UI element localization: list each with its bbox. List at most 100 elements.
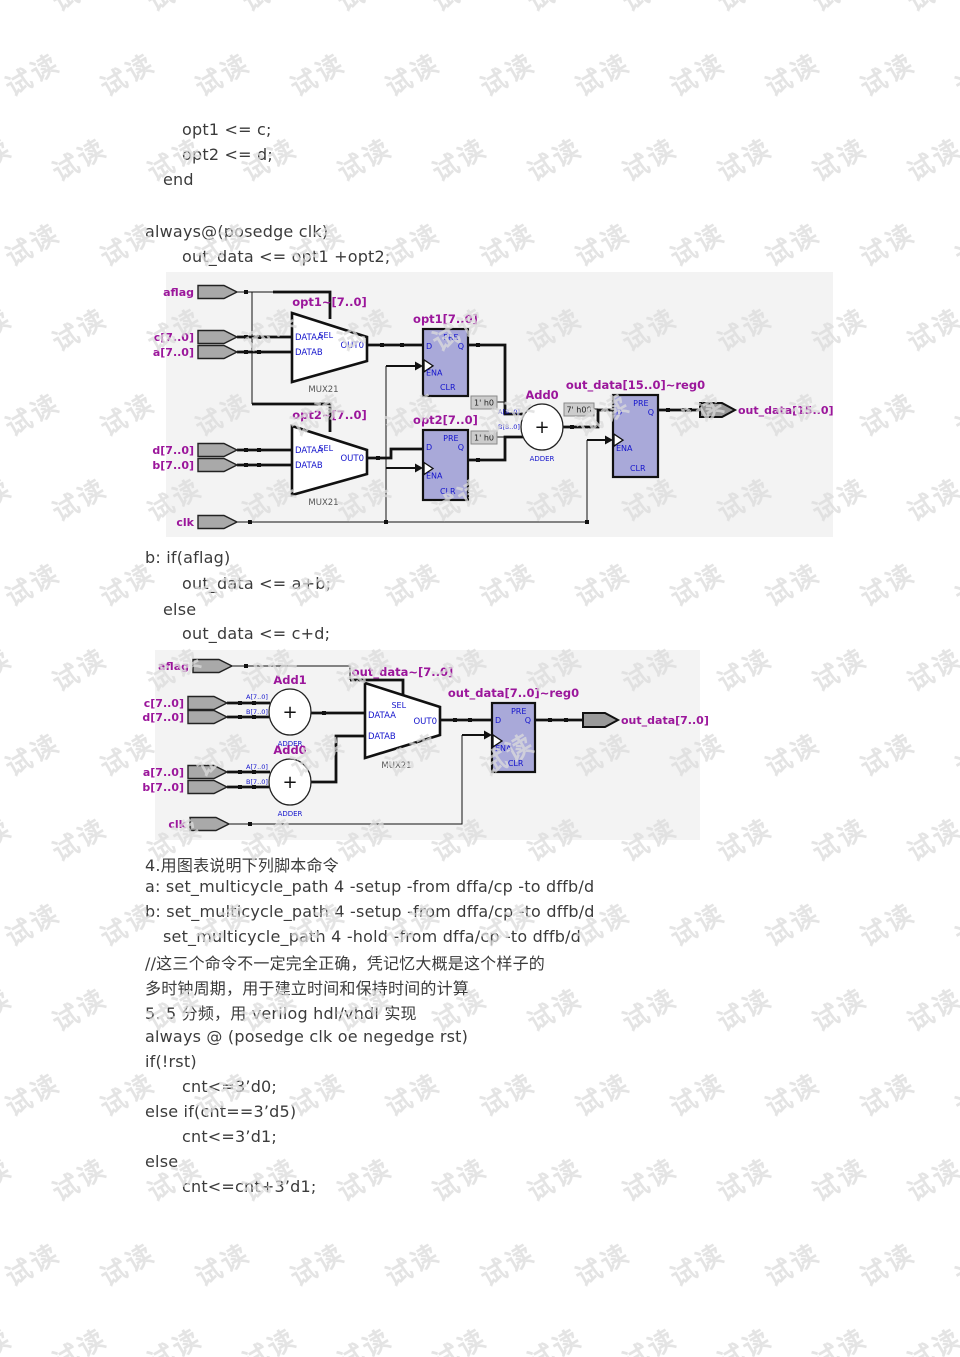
- code-line: else if(cnt==3’d5): [145, 1102, 297, 1121]
- input-pin-label: aflag: [158, 660, 189, 673]
- input-pin-icon: [197, 329, 239, 345]
- constant-box-icon: [563, 402, 595, 417]
- wire: [311, 734, 365, 784]
- code-line: //这三个命令不一定完全正确，凭记忆大概是这个样子的: [145, 954, 545, 973]
- mux-port-sel: SEL: [318, 444, 333, 453]
- mux-port-dataa: DATAA: [368, 711, 396, 721]
- code-line: else: [145, 1152, 179, 1171]
- junction-dot: [248, 520, 252, 524]
- input-pin-d70: d[7..0]: [152, 442, 239, 458]
- constant-box: 7' h00: [563, 402, 595, 417]
- register-port-ena: ENA: [495, 744, 512, 753]
- register-port-pre: PRE: [443, 434, 458, 443]
- adder-port-a: A[8..0]: [498, 408, 520, 416]
- junction-dot: [570, 425, 574, 429]
- code-line: if(!rst): [145, 1052, 197, 1071]
- input-pin-label: b[7..0]: [142, 781, 184, 794]
- junction-dot: [252, 770, 256, 774]
- input-pin-label: a[7..0]: [153, 346, 194, 359]
- clock-arrow-icon: [415, 361, 423, 371]
- input-pin-aflag: aflag: [158, 658, 234, 674]
- adder-port-b: B[7..0]: [246, 778, 268, 786]
- adder-title: Add0: [525, 388, 558, 402]
- junction-dot: [244, 463, 248, 467]
- junction-dot: [380, 343, 384, 347]
- clock-triangle-icon: [423, 358, 435, 374]
- code-line: 5. 5 分频，用 verilog hdl/vhdl 实现: [145, 1004, 417, 1023]
- junction-dot: [400, 343, 404, 347]
- input-pin-c70: c[7..0]: [154, 329, 239, 345]
- register-port-clr: CLR: [440, 487, 456, 496]
- adder-port-a: A[7..0]: [246, 763, 268, 771]
- junction-dot: [476, 343, 480, 347]
- input-pin-icon: [192, 658, 234, 674]
- rtl-schematic-two-adders-mux: aflagc[7..0]d[7..0]a[7..0]b[7..0]clkout_…: [142, 650, 709, 840]
- adder-circle-icon: [268, 688, 312, 736]
- wires: [227, 664, 583, 826]
- input-pin-d70: d[7..0]: [142, 709, 229, 725]
- register-title: opt1[7..0]: [413, 312, 478, 326]
- wire: [563, 408, 613, 429]
- mux-port-datab: DATAB: [368, 732, 396, 742]
- adder-title: Add1: [273, 673, 306, 687]
- junction-dot: [238, 785, 242, 789]
- junction-dot: [252, 701, 256, 705]
- register-body-icon: [490, 701, 537, 774]
- junction-dot: [384, 520, 388, 524]
- output-pin-label: out_data[15..0]: [738, 404, 834, 417]
- wire: [273, 290, 332, 319]
- output-pin-icon: [582, 712, 621, 728]
- output-pin: out_data[15..0]: [699, 402, 834, 418]
- junction-dot: [257, 463, 261, 467]
- input-pin-c70: c[7..0]: [144, 695, 229, 711]
- register-body-icon: [611, 393, 660, 479]
- input-pin-aflag: aflag: [163, 284, 239, 300]
- adder-subtitle: ADDER: [278, 740, 303, 748]
- plus-icon: +: [282, 702, 297, 723]
- input-pin-icon: [197, 344, 239, 360]
- junction-dot: [453, 718, 457, 722]
- input-pin-icon: [187, 779, 229, 795]
- mux-port-dataa: DATAA: [295, 446, 323, 456]
- register-port-clr: CLR: [440, 383, 456, 392]
- output-pin-label: out_data[7..0]: [621, 714, 709, 727]
- input-pin-label: b[7..0]: [152, 459, 194, 472]
- junction-dot: [238, 701, 242, 705]
- plus-icon: +: [282, 772, 297, 793]
- adder-port-a: A[7..0]: [246, 693, 268, 701]
- junction-dot: [244, 664, 248, 668]
- junction-dot: [376, 456, 380, 460]
- register-port-q: Q: [525, 716, 531, 725]
- constant-value: 7' h00: [566, 406, 591, 415]
- mux-title: opt2~[7..0]: [292, 408, 367, 422]
- clock-arrow-icon: [484, 730, 492, 740]
- input-pin-icon: [187, 764, 229, 780]
- input-pin-label: c[7..0]: [144, 697, 184, 710]
- code-line: always @ (posedge clk oe negedge rst): [145, 1027, 469, 1046]
- wire: [468, 435, 523, 462]
- mux-name: MUX21: [308, 498, 338, 508]
- register-port-q: Q: [648, 408, 654, 417]
- input-pin-icon: [197, 514, 239, 530]
- output-pin-icon: [699, 402, 738, 418]
- code-line: else: [163, 600, 197, 619]
- junction-dot: [252, 715, 256, 719]
- constant-box: 1' h0: [470, 395, 498, 410]
- code-line: end: [163, 170, 194, 189]
- register-port-ena: ENA: [426, 471, 443, 480]
- register-port-ena: ENA: [616, 444, 633, 453]
- code-line: out_data <= a+b;: [182, 574, 332, 593]
- code-line: cnt<=3’d1;: [182, 1127, 278, 1146]
- mux-name: MUX21: [381, 761, 411, 771]
- register-title: out_data[7..0]~reg0: [448, 686, 579, 701]
- junction-dot: [476, 458, 480, 462]
- junction-dot: [244, 448, 248, 452]
- register-port-q: Q: [458, 443, 464, 452]
- clock-triangle-icon: [492, 733, 504, 749]
